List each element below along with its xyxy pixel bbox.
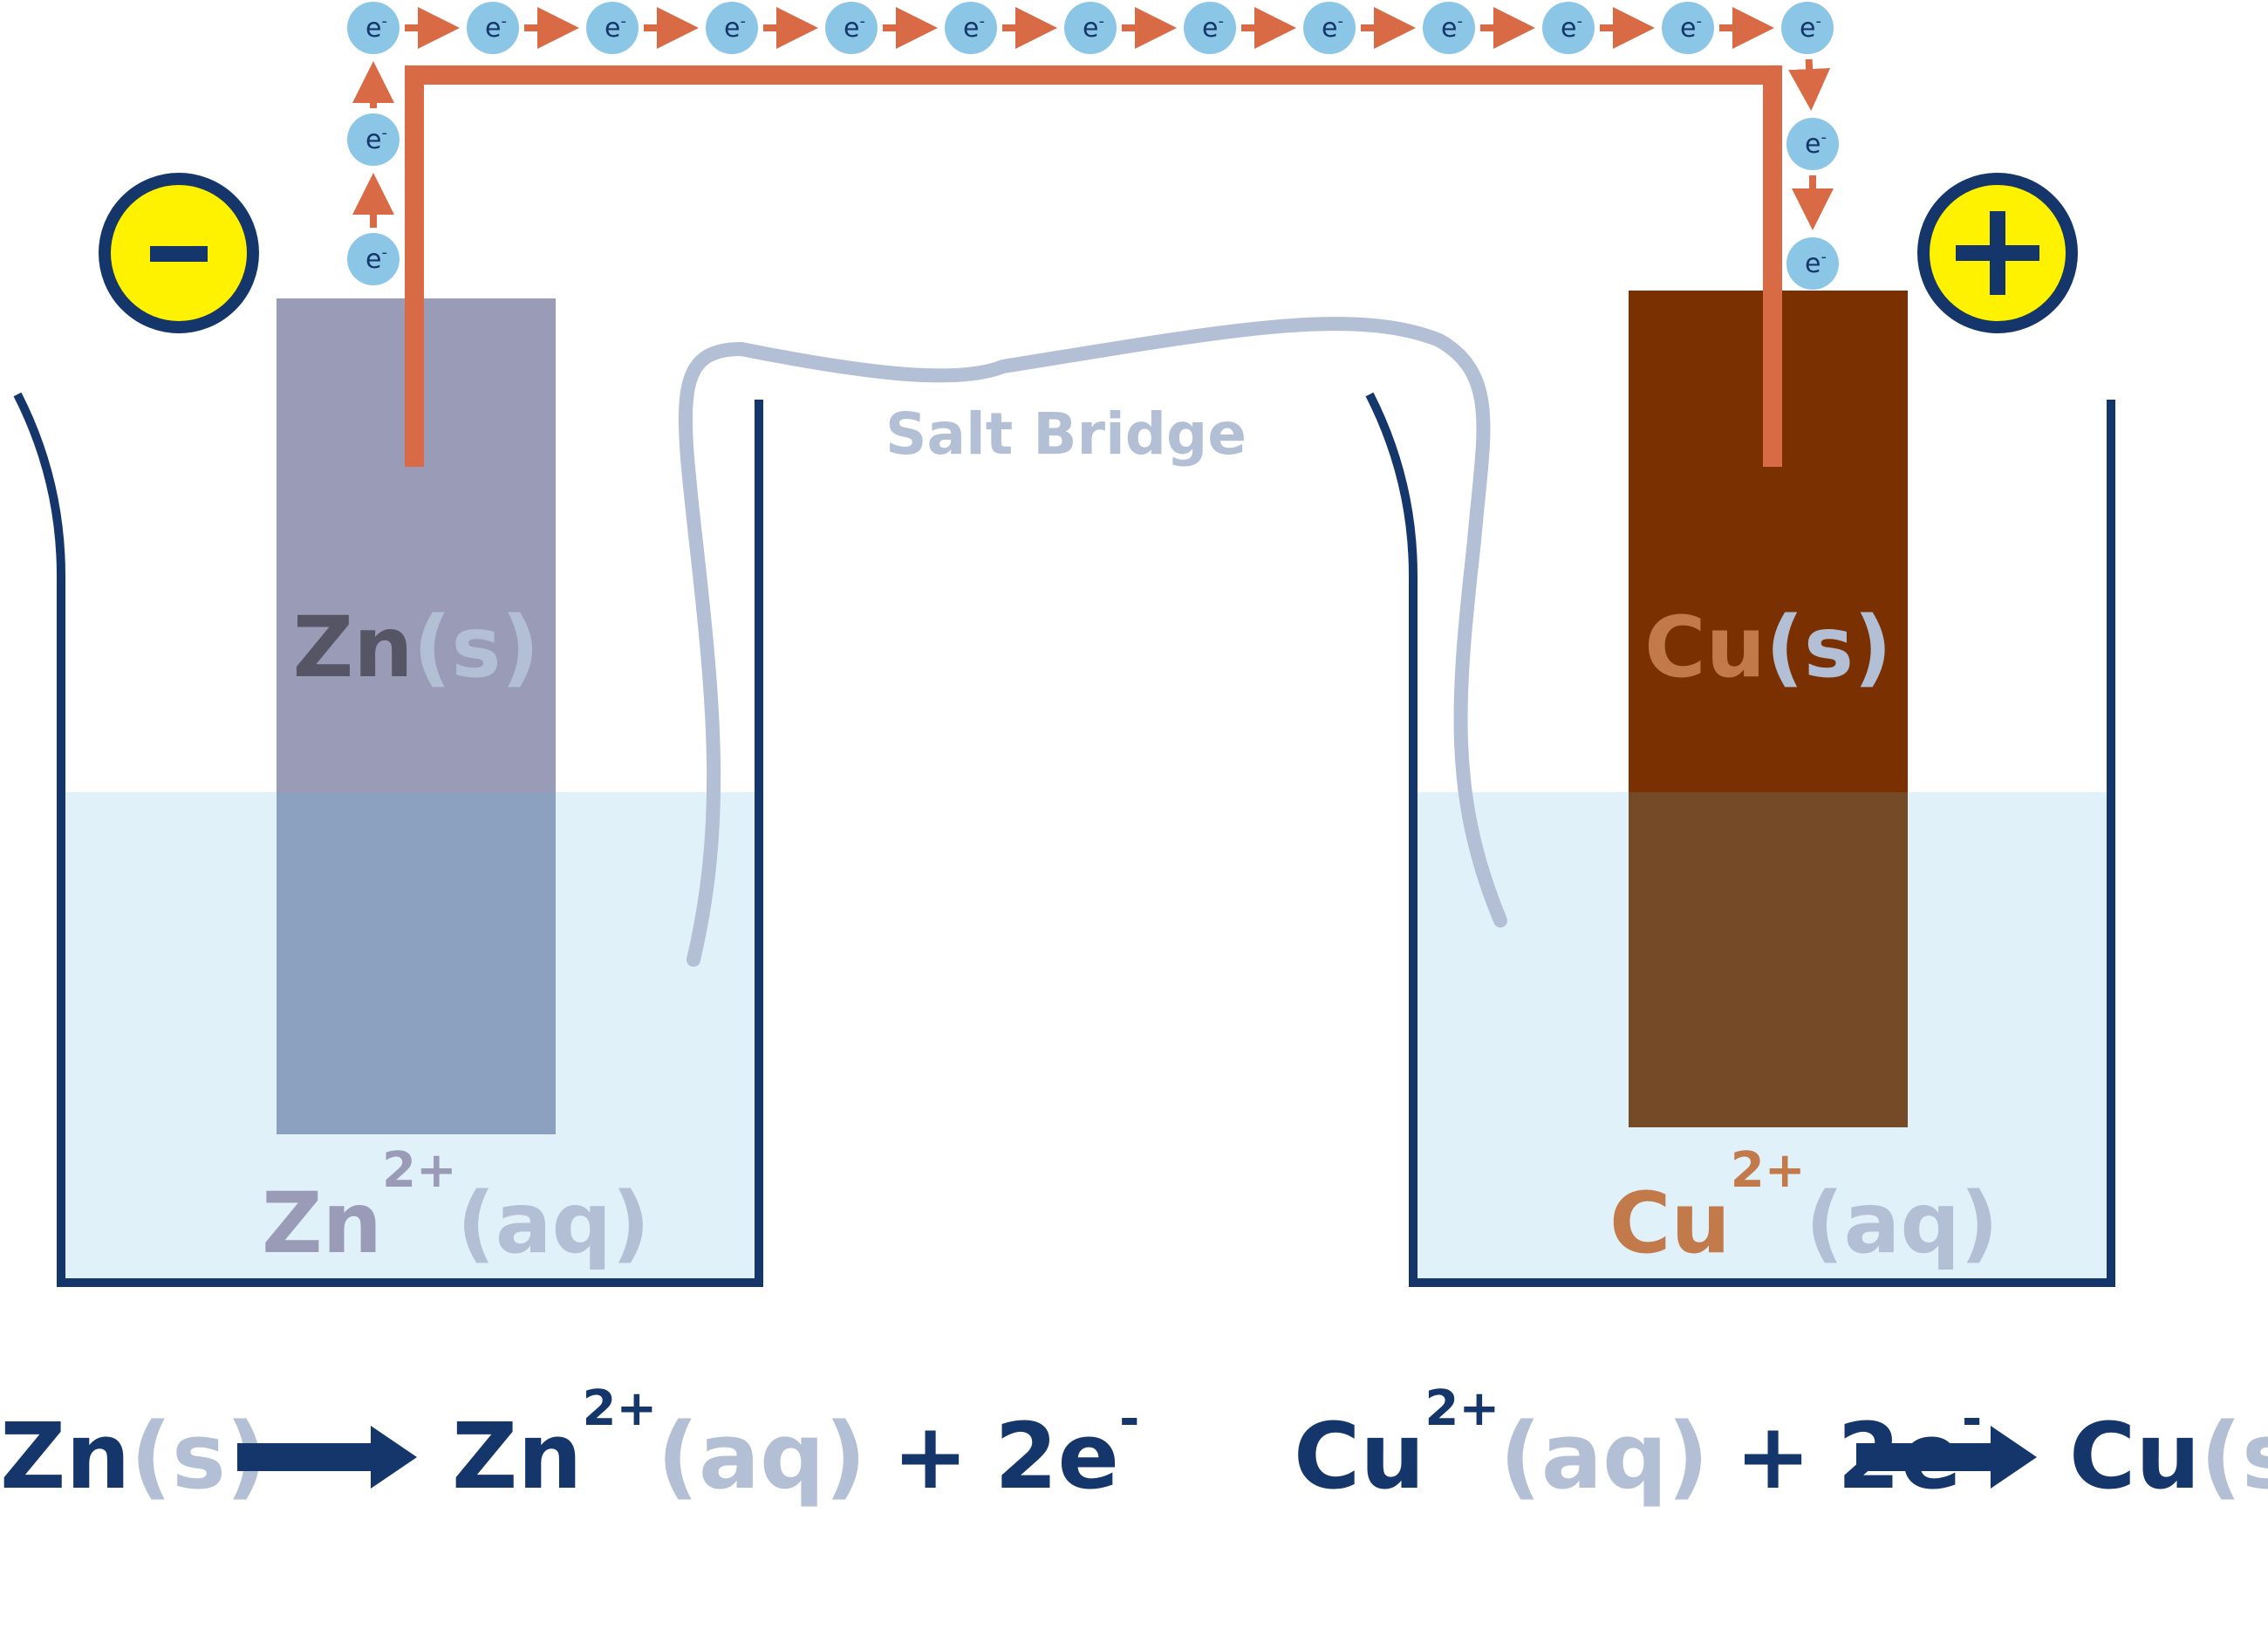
- electron-flow-arrow: [1788, 58, 1831, 112]
- zinc-ion-label: Zn2+(aq): [262, 1142, 650, 1272]
- electron-flow: e-e-e-e-e-e-e-e-e-e-e-e-e-e-e-e-e-: [347, 2, 1839, 290]
- electron-label: e-: [1805, 128, 1827, 160]
- zinc-ion-charge: 2+: [382, 1142, 457, 1199]
- electron-label: e-: [1561, 12, 1582, 44]
- right-beaker: [1365, 392, 2115, 1287]
- electron-label: e-: [724, 12, 746, 44]
- electron: [586, 2, 639, 54]
- electron-label: e-: [1322, 12, 1343, 44]
- cathode-product-symbol: Cu: [2069, 1403, 2200, 1510]
- salt-bridge-tube: [678, 317, 1507, 967]
- electron-label: e-: [1680, 12, 1702, 44]
- left-beaker: [13, 392, 763, 1287]
- cathode-product: Cu(s): [2069, 1403, 2268, 1510]
- cathode-reactant-charge: 2+: [1424, 1380, 1499, 1437]
- electron-label: e-: [365, 243, 387, 275]
- electron-label: e-: [844, 12, 865, 44]
- external-wire: [405, 65, 1782, 467]
- negative-terminal: [99, 173, 259, 333]
- electron: [825, 2, 878, 54]
- plus-sign-v: [1990, 211, 2005, 295]
- zinc-ion-state: (aq): [457, 1174, 650, 1272]
- copper-ion-charge: 2+: [1731, 1142, 1806, 1199]
- anode-reactant: Zn(s): [0, 1403, 267, 1510]
- electron-label: e-: [485, 12, 507, 44]
- positive-terminal: [1917, 173, 2078, 333]
- anode-plus: +: [892, 1403, 968, 1510]
- electron: [1786, 237, 1839, 290]
- electron: [1542, 2, 1595, 54]
- zinc-symbol: Zn: [293, 599, 413, 696]
- electron: [1781, 2, 1834, 54]
- electron-label: e-: [1441, 12, 1463, 44]
- electron-label: e-: [1202, 12, 1224, 44]
- electron-label: e-: [1800, 12, 1821, 44]
- anode-electron-charge: -: [1119, 1391, 1139, 1448]
- zinc-electrode-label: Zn(s): [293, 599, 540, 696]
- electron-label: e-: [1083, 12, 1104, 44]
- copper-electrode-label: Cu(s): [1644, 599, 1892, 696]
- electron: [706, 2, 758, 54]
- electron: [1786, 118, 1839, 170]
- salt-bridge-label: Salt Bridge: [885, 400, 1247, 468]
- copper-symbol: Cu: [1644, 599, 1766, 696]
- zinc-state: (s): [413, 599, 540, 696]
- electron: [467, 2, 519, 54]
- anode-reaction-arrow: [237, 1426, 417, 1489]
- electron: [347, 113, 400, 166]
- anode-product-charge: 2+: [582, 1380, 657, 1437]
- electron: [1184, 2, 1236, 54]
- copper-ion-symbol: Cu: [1609, 1174, 1731, 1272]
- minus-sign: [150, 246, 208, 262]
- anode-electrons: 2e: [994, 1403, 1119, 1510]
- copper-ion-label: Cu2+(aq): [1609, 1142, 1998, 1272]
- anode-reactant-symbol: Zn: [0, 1403, 130, 1510]
- electron: [347, 233, 400, 285]
- anode-product-symbol: Zn: [452, 1403, 582, 1510]
- electron: [1423, 2, 1475, 54]
- electron: [347, 2, 400, 54]
- cathode-product-state: (s): [2200, 1403, 2268, 1510]
- electron-label: e-: [365, 12, 387, 44]
- electron: [1662, 2, 1714, 54]
- copper-state: (s): [1766, 599, 1892, 696]
- electron: [945, 2, 997, 54]
- copper-ion-state: (aq): [1806, 1174, 1998, 1272]
- cathode-plus: +: [1735, 1403, 1811, 1510]
- cathode-reactant-state: (aq): [1499, 1403, 1709, 1510]
- cathode-electron-charge: -: [1962, 1391, 1982, 1448]
- zinc-electrode-submerged: [277, 792, 556, 1134]
- electron-label: e-: [963, 12, 985, 44]
- electron-label: e-: [605, 12, 626, 44]
- cathode-reaction-arrow: [1856, 1426, 2037, 1489]
- anode-product-state: (aq): [657, 1403, 866, 1510]
- zinc-ion-symbol: Zn: [262, 1174, 382, 1272]
- anode-product: Zn2+(aq)+2e-: [452, 1380, 1139, 1510]
- cathode-reactant-symbol: Cu: [1294, 1403, 1424, 1510]
- electron: [1064, 2, 1117, 54]
- copper-electrode-submerged: [1629, 792, 1908, 1127]
- electron-label: e-: [1805, 248, 1827, 279]
- electron: [1303, 2, 1356, 54]
- electron-label: e-: [365, 124, 387, 155]
